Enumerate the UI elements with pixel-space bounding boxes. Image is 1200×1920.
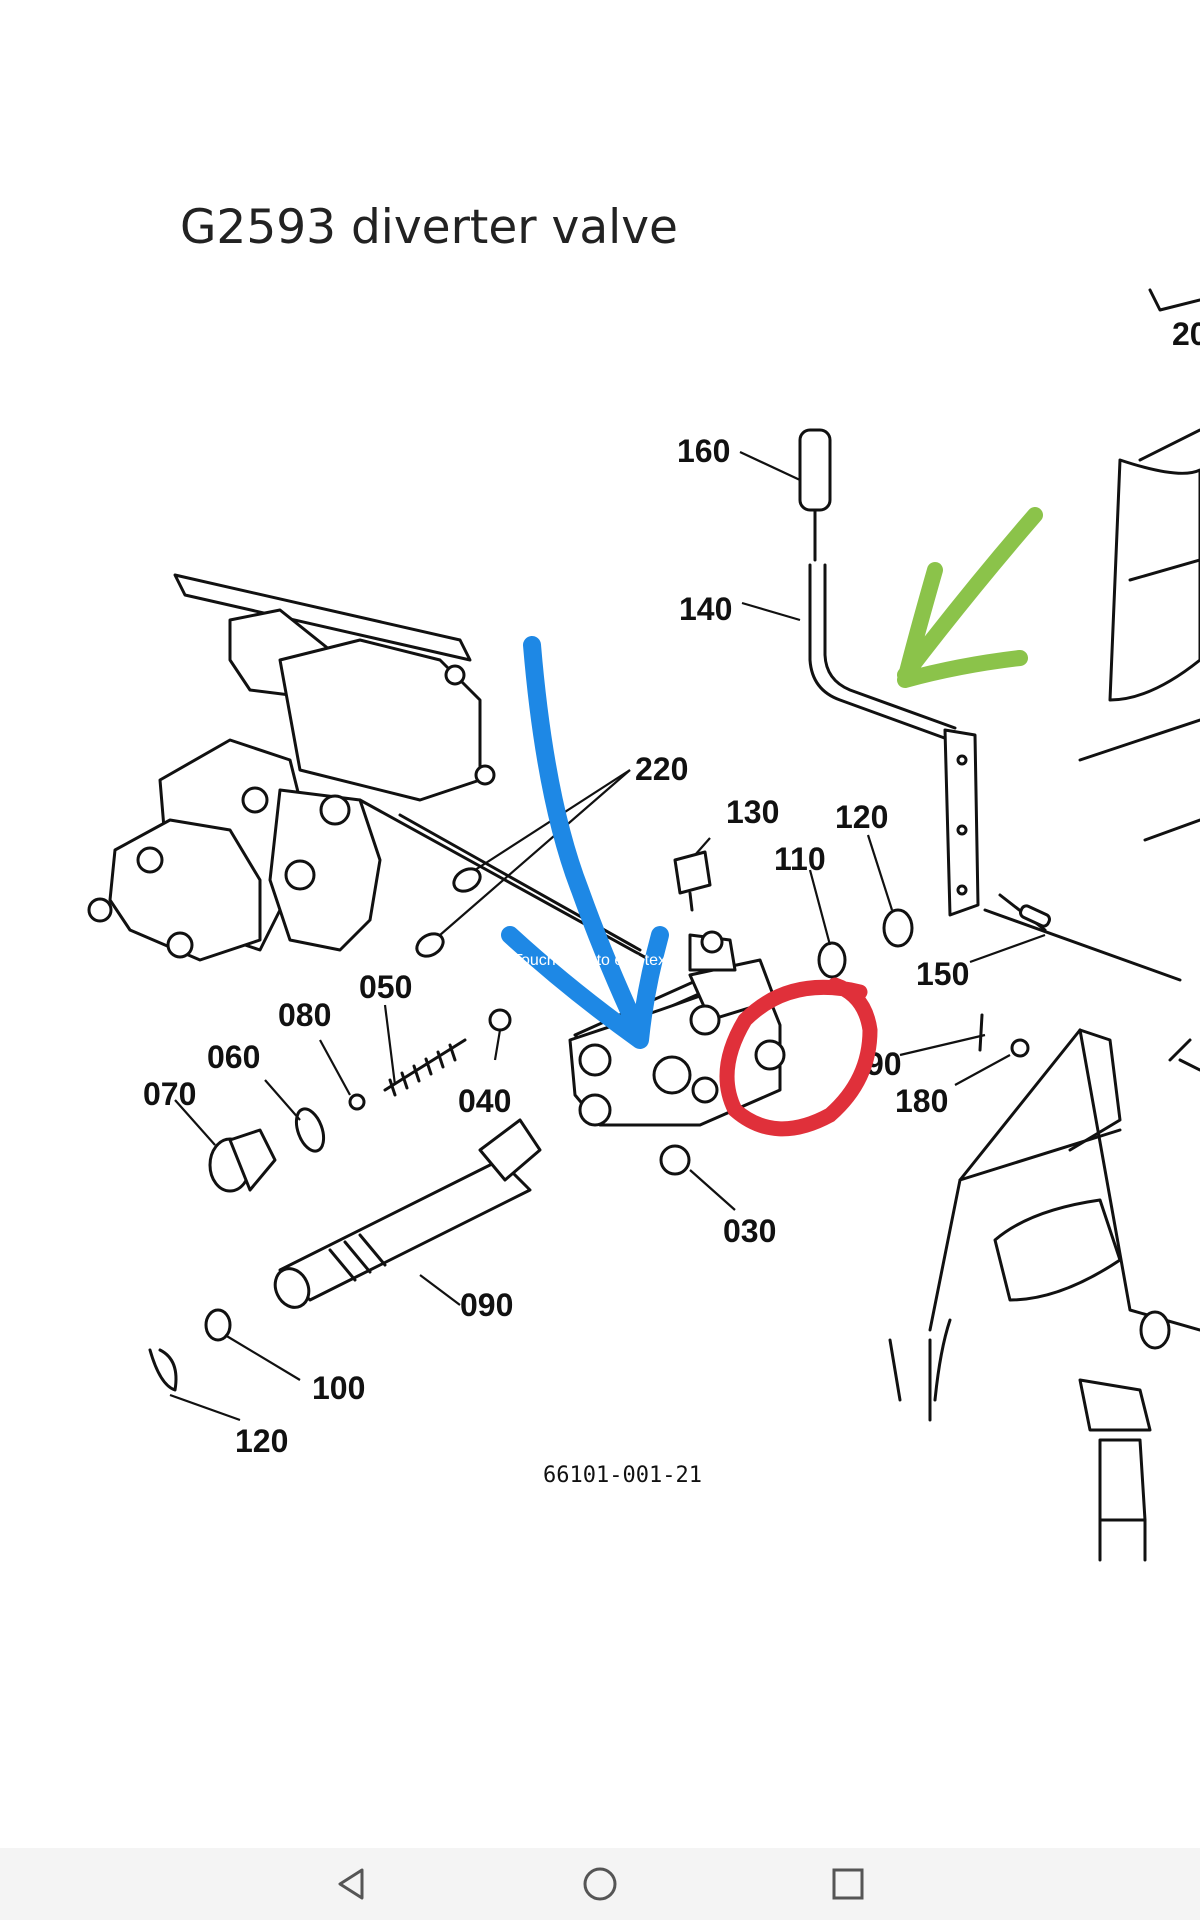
recents-button[interactable]	[824, 1860, 872, 1908]
back-icon	[338, 1868, 364, 1900]
part-label-080: 080	[278, 997, 331, 1033]
o-rings	[148, 867, 1030, 1392]
home-icon	[583, 1867, 617, 1901]
part-label-220: 220	[635, 751, 688, 787]
drawing-number: 66101-001-21	[543, 1463, 702, 1488]
lever-assembly	[798, 428, 1182, 982]
plug-130	[673, 850, 712, 912]
page-title: G2593 diverter valve	[180, 200, 678, 255]
annotations: Touch here to edit text	[501, 507, 1043, 1137]
part-label-110: 110	[774, 841, 826, 877]
part-label-090: 090	[460, 1287, 513, 1323]
pump-housing	[87, 573, 652, 962]
part-label-160: 160	[677, 433, 730, 469]
spool-090	[273, 1118, 542, 1309]
part-label-130: 130	[726, 794, 779, 830]
part-label-150: 150	[916, 956, 969, 992]
edit-text-overlay[interactable]: Touch here to edit text	[513, 952, 671, 969]
part-label-100: 100	[312, 1370, 365, 1406]
part-label-120-top: 120	[835, 799, 888, 835]
part-label-070: 070	[143, 1076, 196, 1112]
back-button[interactable]	[328, 1860, 376, 1908]
part-label-200: 20	[1172, 316, 1200, 352]
part-label-180: 180	[895, 1083, 948, 1119]
parts-diagram: 20 160 140 220 130 120 110 150 050 080 0…	[87, 288, 1200, 1562]
green-arrow	[897, 507, 1043, 688]
recents-icon	[832, 1868, 864, 1900]
right-bracket	[888, 288, 1200, 1562]
blue-arrow	[501, 636, 669, 1049]
navigation-bar	[0, 1848, 1200, 1920]
detent-parts	[208, 1008, 512, 1193]
part-labels: 20 160 140 220 130 120 110 150 050 080 0…	[143, 316, 1200, 1488]
part-label-030: 030	[723, 1213, 776, 1249]
part-label-040: 040	[458, 1083, 511, 1119]
part-label-060: 060	[207, 1039, 260, 1075]
home-button[interactable]	[576, 1860, 624, 1908]
part-label-120-bottom: 120	[235, 1423, 288, 1459]
part-label-140: 140	[679, 591, 732, 627]
part-label-050: 050	[359, 969, 412, 1005]
red-circle	[719, 977, 878, 1137]
